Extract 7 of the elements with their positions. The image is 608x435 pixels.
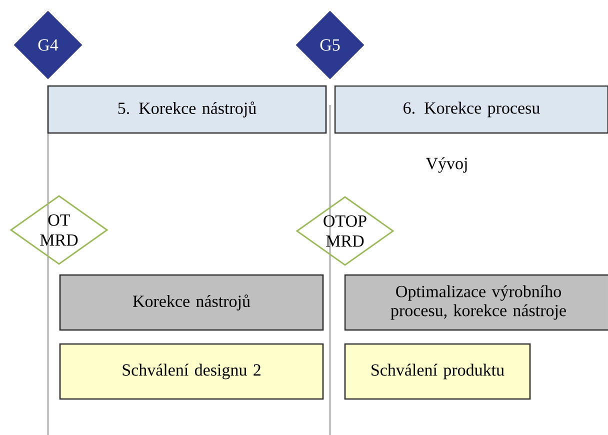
phase-box: 5. Korekce nástrojů <box>47 85 327 134</box>
task-box: Korekce nástrojů <box>59 274 324 331</box>
approval-box: Schválení designu 2 <box>59 343 324 400</box>
phase-box: 6. Korekce procesu <box>334 85 608 134</box>
stage-label: Vývoj <box>426 157 467 173</box>
task-box: Optimalizace výrobního procesu, korekce nástroje <box>344 274 608 331</box>
approval-box: Schválení produktu <box>344 343 531 400</box>
